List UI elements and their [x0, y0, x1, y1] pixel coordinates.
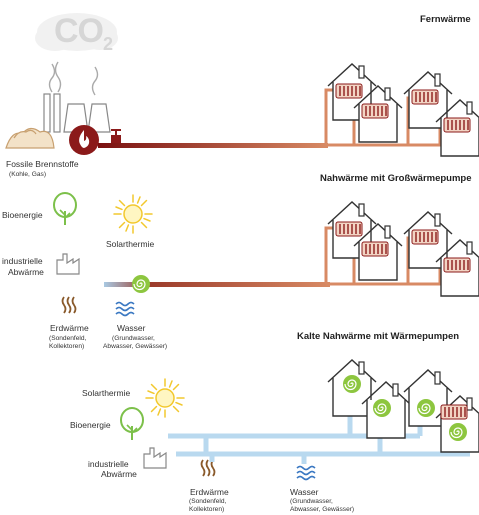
fossil-fuels-label: Fossile Brennstoffe: [6, 159, 79, 169]
industrie-label-2a: industrielle: [2, 256, 43, 266]
wasser-sub-2a: (Grundwasser,: [112, 335, 155, 342]
wasser-label-3: Wasser: [290, 487, 319, 497]
factory-icon-3: [143, 447, 167, 469]
co2-label: CO2: [54, 12, 113, 54]
houses-group-1: [327, 63, 479, 157]
wood-icon-2: [61, 296, 77, 314]
tree-icon-3: [120, 407, 144, 441]
wasser-sub-3a: (Grundwasser,: [290, 498, 333, 505]
erdwaerme-label-3: Erdwärme: [190, 487, 229, 497]
flame-boiler-icon: [69, 125, 99, 155]
sun-icon-2: [113, 194, 153, 234]
bioenergie-label-3: Bioenergie: [70, 420, 111, 430]
industrie-label-3b: Abwärme: [101, 469, 137, 479]
bioenergie-label-2: Bioenergie: [2, 210, 43, 220]
heat-pump-icon-2: [131, 274, 151, 294]
wasser-sub-3b: Abwasser, Gewässer): [290, 506, 355, 513]
erdwaerme-sub-2a: (Sondenfeld,: [49, 335, 87, 342]
solarthermie-label-3: Solarthermie: [82, 388, 131, 398]
coal-pile-icon: [5, 127, 55, 149]
erdwaerme-label-2: Erdwärme: [50, 323, 89, 333]
tree-icon-2: [53, 192, 77, 226]
title-kalte-nahwaerme: Kalte Nahwärme mit Wärmepumpen: [297, 331, 460, 342]
sun-icon-3: [145, 378, 185, 418]
wasser-sub-2b: Abwasser, Gewässer): [103, 343, 168, 350]
wood-icon-3: [200, 459, 216, 477]
fossil-fuels-sub: (Kohle, Gas): [9, 171, 47, 178]
water-waves-icon-2: [115, 301, 135, 317]
factory-icon-2: [56, 253, 80, 275]
industrie-label-2b: Abwärme: [8, 267, 44, 277]
co2-cloud-icon: [35, 13, 118, 51]
industrie-label-3a: industrielle: [88, 459, 129, 469]
houses-group-2: [327, 201, 479, 297]
water-waves-icon-3: [296, 465, 316, 481]
solarthermie-label-2: Solarthermie: [106, 239, 155, 249]
erdwaerme-sub-2b: Kollektoren): [49, 343, 85, 350]
power-plant-icon: [43, 93, 111, 133]
erdwaerme-sub-3b: Kollektoren): [189, 506, 225, 513]
erdwaerme-sub-3a: (Sondenfeld,: [189, 498, 227, 505]
local-heating-pipe: [104, 282, 330, 287]
title-fernwaerme: Fernwärme: [420, 14, 471, 25]
district-heating-pipe: [98, 143, 328, 148]
wasser-label-2: Wasser: [117, 323, 146, 333]
smoke-icon: [48, 61, 99, 96]
title-nahwaerme: Nahwärme mit Großwärmepumpe: [320, 173, 472, 184]
